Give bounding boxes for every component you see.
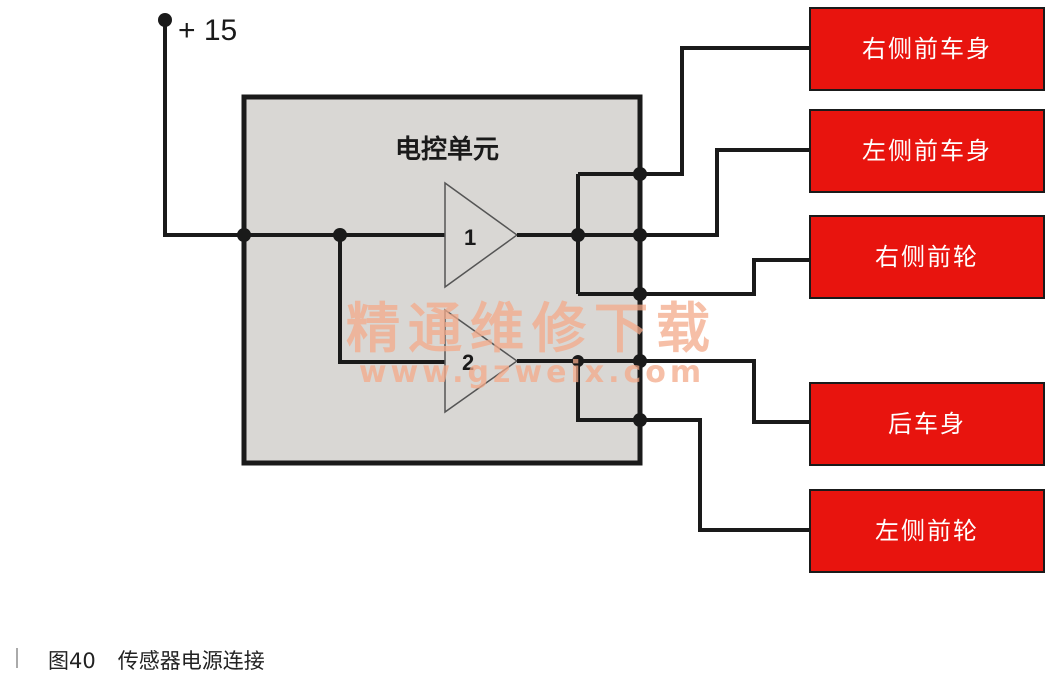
- amp2-bus: [576, 361, 640, 422]
- ecu-box: [241, 94, 643, 466]
- junction-node: [571, 228, 585, 242]
- wire-sensor-3: [640, 258, 810, 296]
- sensor-left-front-wheel: 左侧前轮: [809, 489, 1045, 573]
- watermark-text: 精通维修下载: [346, 296, 718, 360]
- sensor-box: [809, 7, 1045, 91]
- amplifier-2: [444, 308, 519, 414]
- amplifier-1: [444, 181, 519, 289]
- sensor-label: 右侧前轮: [875, 243, 979, 271]
- sensor-label: 右侧前车身: [862, 35, 992, 63]
- sensor-box: [809, 215, 1045, 299]
- supply-wire: [163, 20, 445, 237]
- sensor-right-front-wheel: 右侧前轮: [809, 215, 1045, 299]
- junction-node: [333, 228, 347, 242]
- amplifier-1-label: 1: [464, 225, 476, 250]
- wire-sensor-1: [640, 46, 810, 176]
- sensor-label: 左侧前车身: [862, 137, 992, 165]
- sensor-label: 左侧前轮: [875, 517, 979, 545]
- junction-node: [633, 167, 647, 181]
- sensor-box: [809, 489, 1045, 573]
- amplifier-2-label: 2: [462, 350, 474, 375]
- sensor-rear-body: 后车身: [809, 382, 1045, 466]
- junction-node: [633, 413, 647, 427]
- amp2-input-wire: [338, 235, 445, 364]
- figure-caption: 图40 传感器电源连接: [48, 645, 265, 675]
- wire-sensor-4: [640, 359, 810, 424]
- sensor-right-front-body: 右侧前车身: [809, 7, 1045, 91]
- junction-node: [572, 355, 584, 367]
- figure-title: 传感器电源连接: [117, 649, 265, 673]
- ecu-title: 电控单元: [395, 135, 499, 165]
- sensor-left-front-body: 左侧前车身: [809, 109, 1045, 193]
- sensor-box: [809, 382, 1045, 466]
- watermark-url: www.gzweix.com: [359, 355, 705, 390]
- wire-sensor-2: [640, 148, 810, 237]
- junction-node: [633, 228, 647, 242]
- caption-marker: [16, 648, 18, 668]
- wire-sensor-5: [640, 418, 810, 532]
- supply-terminal: [158, 13, 172, 27]
- sensor-power-diagram: 电控单元 + 15 1 2 右侧前车身 左侧前车身 右侧前轮: [158, 7, 1045, 573]
- junction-node: [237, 228, 251, 242]
- sensor-label: 后车身: [888, 410, 966, 438]
- supply-label: + 15: [178, 14, 237, 47]
- figure-number: 图40: [48, 649, 96, 673]
- sensor-box: [809, 109, 1045, 193]
- junction-node: [633, 354, 647, 368]
- junction-node: [633, 287, 647, 301]
